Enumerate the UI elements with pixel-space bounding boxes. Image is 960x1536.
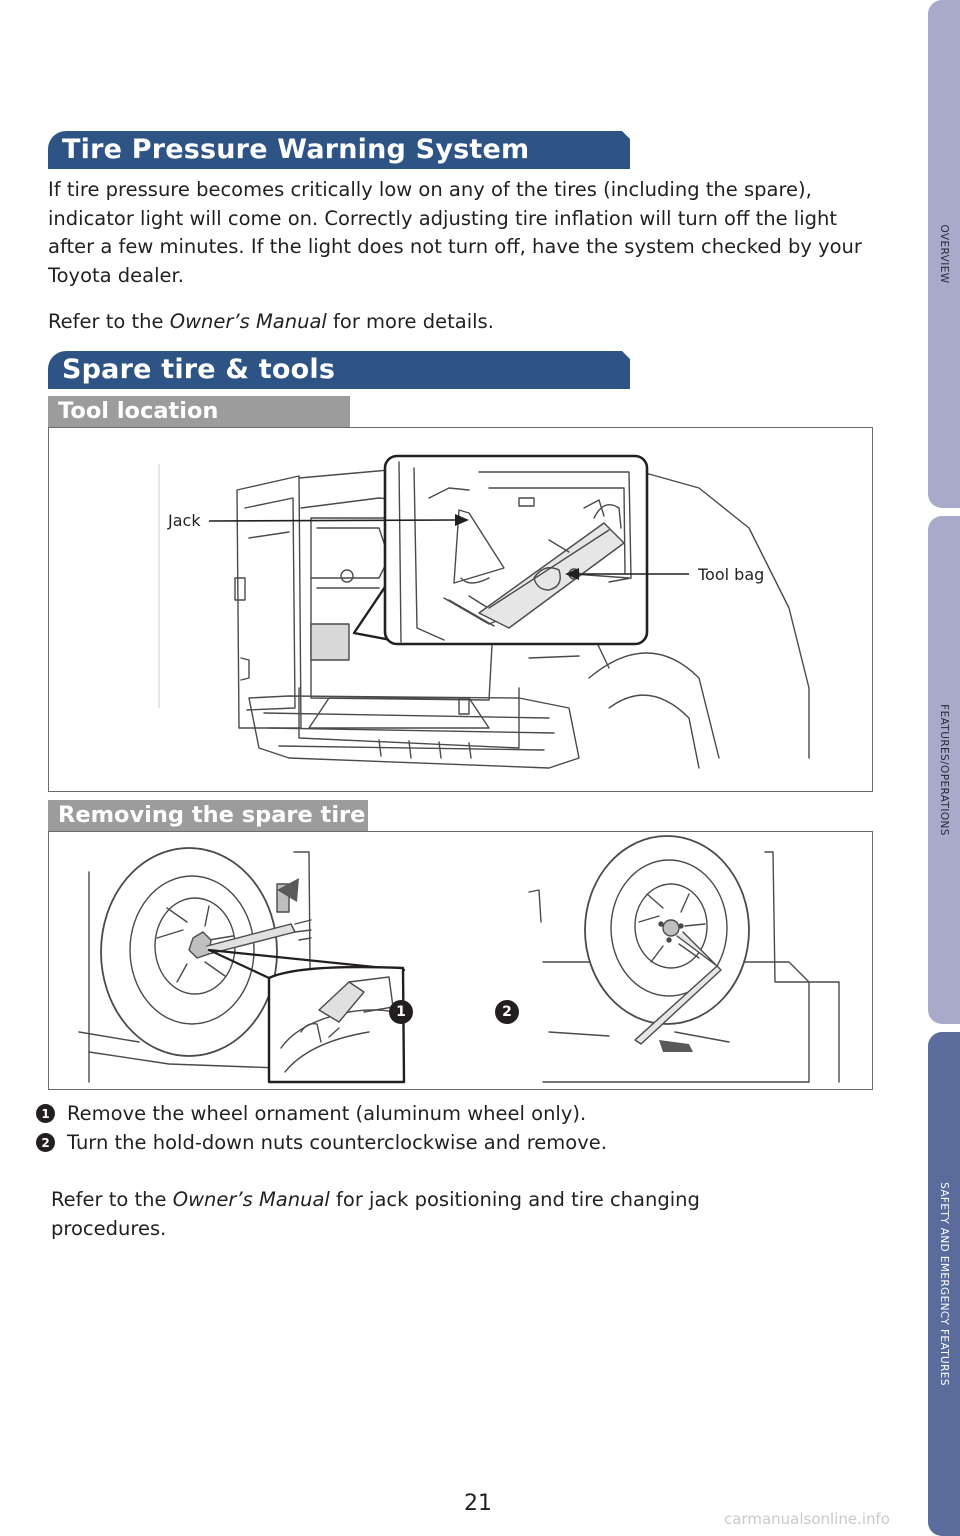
removing-spare-title: Removing the spare tire xyxy=(58,802,366,828)
page-number: 21 xyxy=(0,1491,960,1516)
spare-refer-manual: Owner’s Manual xyxy=(172,1188,330,1211)
step-1-number: 1 xyxy=(41,1106,50,1121)
removing-spare-header: Removing the spare tire xyxy=(48,800,368,831)
tpws-refer: Refer to the Owner’s Manual for more det… xyxy=(48,308,868,337)
figure-step-1-marker: 1 xyxy=(389,1000,413,1024)
tpws-refer-prefix: Refer to the xyxy=(48,310,170,333)
tab-overview[interactable]: OVERVIEW xyxy=(928,0,960,508)
step-2-text: Turn the hold-down nuts counterclockwise… xyxy=(67,1131,607,1154)
step-1-marker: 1 xyxy=(36,1104,55,1123)
figure-step-1-number: 1 xyxy=(396,1004,406,1020)
tpws-section-header: Tire Pressure Warning System xyxy=(48,131,630,169)
step-2: 2 Turn the hold-down nuts counterclockwi… xyxy=(36,1131,607,1154)
tool-location-header: Tool location xyxy=(48,396,350,427)
spare-tire-illustration xyxy=(78,835,840,1084)
tpws-body: If tire pressure becomes critically low … xyxy=(48,178,862,287)
spare-section-header: Spare tire & tools xyxy=(48,351,630,389)
callout-tool-bag: Tool bag xyxy=(698,565,765,584)
step-2-marker: 2 xyxy=(36,1133,55,1152)
watermark: carmanualsonline.info xyxy=(724,1510,890,1528)
spare-refer-prefix: Refer to the xyxy=(51,1188,173,1211)
tab-safety-emergency[interactable]: SAFETY AND EMERGENCY FEATURES xyxy=(928,1032,960,1536)
spare-refer-suffix: for jack positioning and tire changing p… xyxy=(51,1188,700,1240)
vehicle-rear-illustration xyxy=(158,454,810,769)
figure-step-2-number: 2 xyxy=(502,1004,512,1020)
tab-overview-label: OVERVIEW xyxy=(938,224,950,284)
tab-features-operations[interactable]: FEATURES/OPERATIONS xyxy=(928,516,960,1024)
callout-jack: Jack xyxy=(168,511,201,530)
step-2-number: 2 xyxy=(41,1135,50,1150)
tpws-refer-suffix: for more details. xyxy=(326,310,494,333)
tab-safety-label: SAFETY AND EMERGENCY FEATURES xyxy=(938,1182,950,1386)
tool-location-figure: Jack Tool bag xyxy=(48,427,873,792)
tpws-title: Tire Pressure Warning System xyxy=(62,134,530,165)
tpws-refer-manual: Owner’s Manual xyxy=(169,310,327,333)
removing-spare-figure: 1 2 xyxy=(48,831,873,1090)
tab-features-label: FEATURES/OPERATIONS xyxy=(938,704,950,836)
step-1-text: Remove the wheel ornament (aluminum whee… xyxy=(67,1102,587,1125)
step-1: 1 Remove the wheel ornament (aluminum wh… xyxy=(36,1102,586,1125)
spare-refer: Refer to the Owner’s Manual for jack pos… xyxy=(51,1186,811,1243)
page-number-text: 21 xyxy=(464,1491,492,1516)
figure-step-2-marker: 2 xyxy=(495,1000,519,1024)
spare-title: Spare tire & tools xyxy=(62,354,336,385)
tool-location-title: Tool location xyxy=(58,398,219,424)
